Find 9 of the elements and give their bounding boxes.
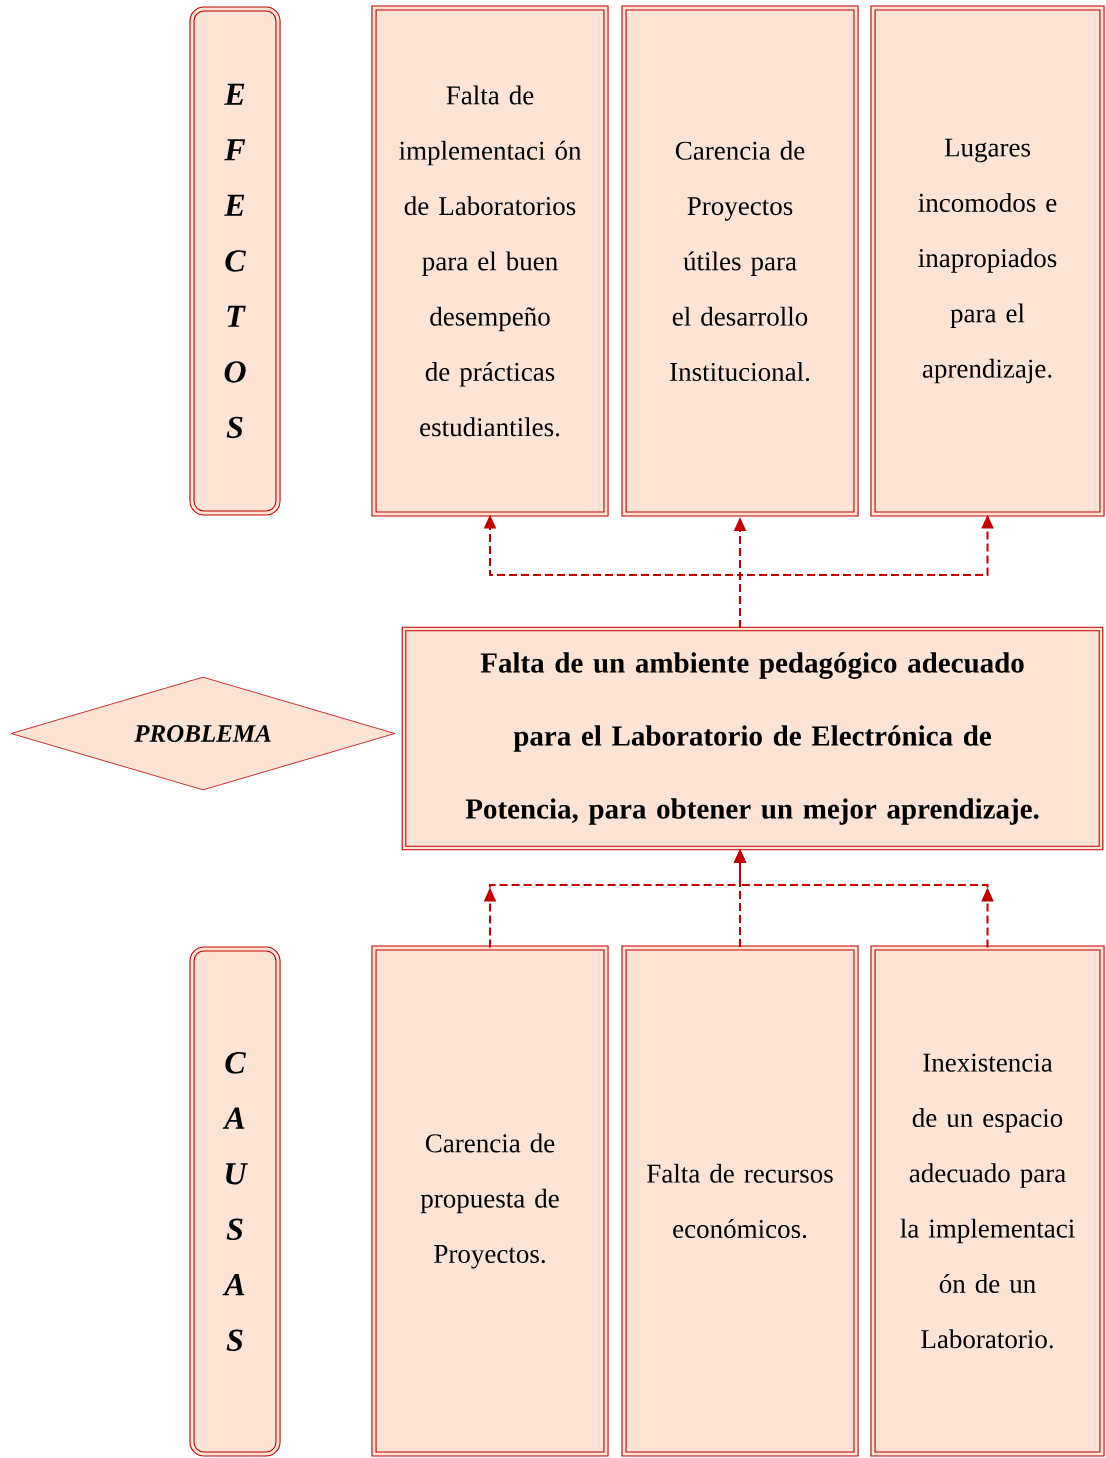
text-box: Inexistencia de un espacio adecuado para la implementaci ón de un Laboratorio.: [870, 945, 1105, 1457]
label-box: C A U S A S: [189, 946, 281, 1457]
label-box: E F E C T O S: [189, 6, 281, 516]
text-box: Carencia de propuesta de Proyectos.: [371, 945, 609, 1457]
text-box: Lugares incomodos e inapropiados para el aprendizaje.: [870, 5, 1105, 517]
text-box: Falta de implementaci ón de Laboratorios para el buen desempeño de prácticas estudiantiles.: [371, 5, 609, 517]
text-box: Carencia de Proyectos útiles para el desarrollo Institucional.: [621, 5, 859, 517]
problem-box: Falta de un ambiente pedagógico adecuado para el Laboratorio de Electrónica de Potencia, para obtener un mejor aprendizaje.: [401, 626, 1104, 851]
text-box: Falta de recursos económicos.: [621, 945, 859, 1457]
